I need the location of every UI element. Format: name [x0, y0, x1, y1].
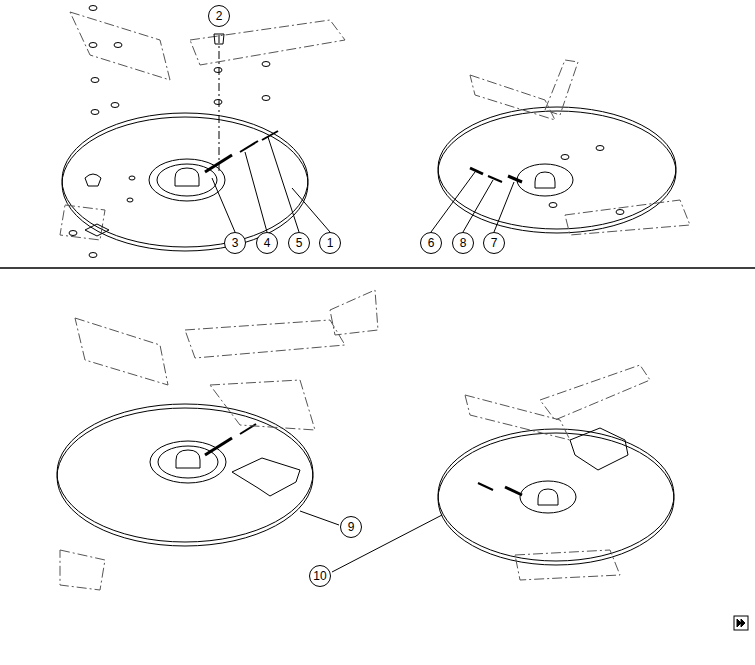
callout-number: 9: [340, 516, 362, 538]
screw-set: [69, 6, 270, 258]
leader-line: [212, 137, 514, 572]
fast-forward-icon: [734, 616, 748, 630]
phantom-arm: [465, 365, 650, 580]
callout-number: 7: [483, 232, 505, 254]
callout-number: 8: [452, 232, 474, 254]
disc-plate: [62, 113, 308, 251]
divider-line: [0, 267, 755, 269]
callout-number: 3: [224, 232, 246, 254]
callout-number: 10: [309, 565, 331, 587]
phantom-arm: [60, 12, 345, 240]
phantom-arm: [60, 290, 378, 590]
callout-number: 2: [208, 5, 230, 27]
callout-number: 5: [288, 232, 310, 254]
phantom-arm: [470, 60, 690, 235]
callout-number: 6: [420, 232, 442, 254]
disc-plate: [438, 107, 676, 233]
callout-number: 1: [319, 232, 341, 254]
disc-plate: [438, 428, 674, 565]
disc-plate: [57, 404, 313, 546]
callout-number: 4: [256, 232, 278, 254]
